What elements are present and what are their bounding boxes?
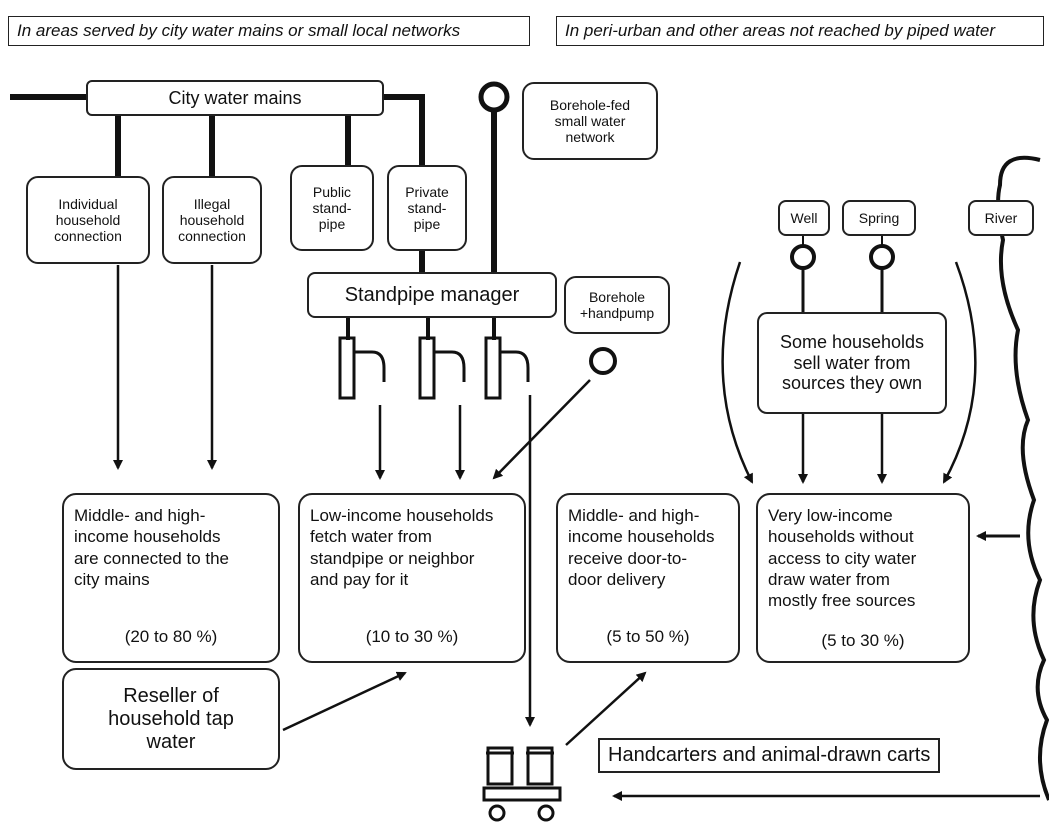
tap-icon-3 [484,336,530,400]
outcome-4-percent: (5 to 30 %) [821,630,905,650]
outcome-4-line-3: access to city water [768,548,917,568]
outcome-3-percent: (5 to 50 %) [606,626,690,646]
outcome-3-line-1: Middle- and high- [568,506,700,525]
sell-line-2: sell water from [793,352,911,373]
river-label: River [984,209,1018,226]
borehole-handpump-line-2: +handpump [579,305,655,321]
spring-box: Spring [842,200,916,236]
outcome-3-line-2: income households [568,527,715,547]
outcome-4-line-2: households without [768,527,914,547]
outcome-1-line-3: are connected to the [74,548,230,568]
river-box: River [968,200,1034,236]
curve-arrow-right [942,261,977,484]
individual-connection-box: Individual household connection [26,176,150,264]
illegal-connection-box: Illegal household connection [162,176,262,264]
arrow-handpump [492,379,591,480]
standpipe-manager-label: Standpipe manager [344,283,520,306]
outcome-1-line-4: city mains [74,569,150,589]
tap-icon-2 [418,336,466,400]
outcome-1-percent: (20 to 80 %) [124,626,218,646]
public-line-1: Public [312,183,352,200]
public-line-3: pipe [318,216,346,233]
outcome-1-line-2: income households [74,527,221,547]
borehole-handpump-line-1: Borehole [588,288,646,305]
reseller-line-1: Reseller of [123,684,219,707]
reseller-box: Reseller of household tap water [62,668,280,770]
well-label: Well [790,209,818,226]
private-standpipe-box: Private stand- pipe [387,165,467,251]
well-box: Well [778,200,830,236]
private-line-3: pipe [413,216,441,233]
outcome-3-line-4: door delivery [568,569,666,589]
city-water-mains-label: City water mains [168,87,302,108]
outcome-3-line-3: receive door-to- [568,548,688,568]
outcome-2-line-2: fetch water from [310,527,432,547]
outcome-box-standpipe: Low-income households fetch water from s… [298,493,526,663]
individual-line-2: household [55,211,121,228]
borehole-network-line-1: Borehole-fed [549,96,631,113]
public-standpipe-box: Public stand- pipe [290,165,374,251]
borehole-handpump-icon [589,347,617,375]
illegal-line-1: Illegal [193,195,231,212]
borehole-handpump-box: Borehole +handpump [564,276,670,334]
outcome-box-connected: Middle- and high- income households are … [62,493,280,663]
outcome-2-percent: (10 to 30 %) [365,626,459,646]
borehole-network-box: Borehole-fed small water network [522,82,658,160]
some-households-sell-box: Some households sell water from sources … [757,312,947,414]
outcome-box-delivery: Middle- and high- income households rece… [556,493,740,663]
spring-icon [869,244,895,270]
individual-line-1: Individual [58,195,118,212]
illegal-line-2: household [179,211,245,228]
outcome-box-free-sources: Very low-income households without acces… [756,493,970,663]
curve-arrow-left [721,261,754,484]
tap-icon-1 [338,336,386,400]
outcome-2-line-3: standpipe or neighbor [310,548,475,568]
spring-label: Spring [858,209,900,226]
outcome-2-line-4: and pay for it [310,569,409,589]
borehole-network-icon [478,81,510,113]
public-line-2: stand- [312,199,352,216]
outcome-4-line-5: mostly free sources [768,591,916,610]
reseller-line-3: water [146,730,196,753]
borehole-network-line-2: small water [554,112,626,129]
reseller-line-2: household tap [108,707,234,730]
sell-line-1: Some households [779,331,925,352]
arrow-cart-delivery [565,671,647,746]
borehole-network-line-3: network [565,129,615,146]
well-icon [790,244,816,270]
header-piped-areas: In areas served by city water mains or s… [8,16,530,46]
handcarters-label: Handcarters and animal-drawn carts [598,738,941,773]
private-line-2: stand- [407,199,447,216]
outcome-4-line-1: Very low-income [768,506,893,525]
illegal-line-3: connection [178,228,246,245]
city-water-mains-box: City water mains [86,80,384,116]
standpipe-manager-box: Standpipe manager [307,272,557,318]
outcome-2-line-1: Low-income households [310,506,494,525]
header-unpiped-areas: In peri-urban and other areas not reache… [556,16,1044,46]
arrow-reseller [282,671,407,732]
outcome-4-line-4: draw water from [768,569,890,589]
river-bank [996,155,1049,801]
outcome-1-line-1: Middle- and high- [74,506,206,525]
sell-line-3: sources they own [781,373,923,394]
cart-icon [482,746,562,822]
individual-line-3: connection [54,228,122,245]
private-line-1: Private [405,183,449,200]
